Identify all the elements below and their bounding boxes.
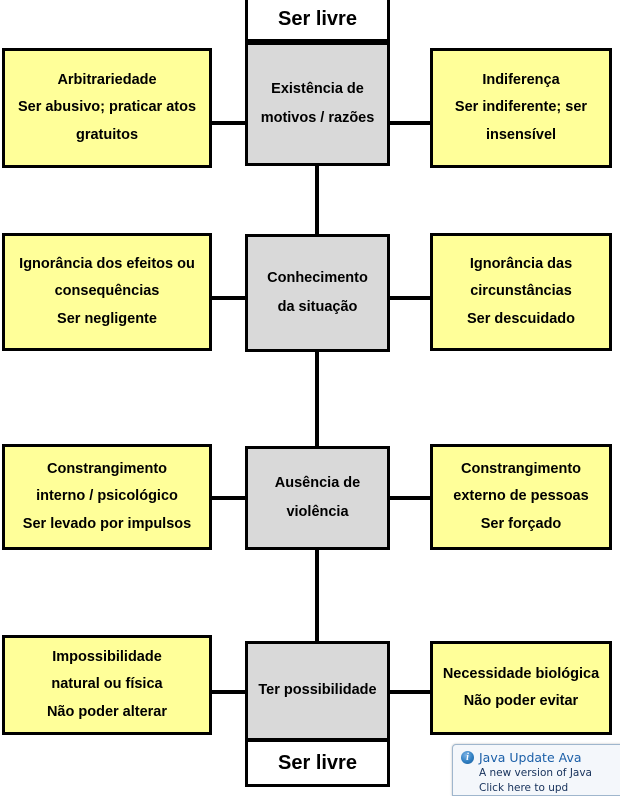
side-node-left-1: Arbitrariedade Ser abusivo; praticar ato… bbox=[2, 48, 212, 168]
side-node-left-1-line2: Ser abusivo; praticar atos bbox=[17, 99, 197, 116]
connector-vertical-2-3 bbox=[315, 350, 319, 448]
side-node-left-4-line1: Impossibilidade bbox=[52, 649, 162, 666]
side-node-right-3: Constrangimento externo de pessoas Ser f… bbox=[430, 444, 612, 550]
connector-right-3 bbox=[388, 496, 432, 500]
side-node-right-4-line1: Necessidade biológica bbox=[442, 665, 600, 682]
side-node-right-3-line1: Constrangimento bbox=[460, 461, 582, 478]
connector-right-4 bbox=[388, 690, 432, 694]
center-node-3-line2: violência bbox=[286, 504, 349, 520]
connector-vertical-1-2 bbox=[315, 164, 319, 236]
side-node-left-2-line1: Ignorância dos efeitos ou bbox=[19, 256, 195, 273]
center-node-2: Conhecimento da situação bbox=[245, 234, 390, 352]
java-update-body-line1: A new version of Java bbox=[479, 767, 592, 779]
side-node-left-4-line3: Não poder alterar bbox=[46, 703, 168, 720]
side-node-left-3: Constrangimento interno / psicológico Se… bbox=[2, 444, 212, 550]
side-node-left-4-line2: natural ou física bbox=[51, 676, 163, 693]
side-node-left-2-line3: Ser negligente bbox=[57, 310, 157, 327]
connector-left-3 bbox=[211, 496, 247, 500]
side-node-right-4: Necessidade biológica Não poder evitar bbox=[430, 641, 612, 735]
connector-right-1 bbox=[388, 121, 432, 125]
side-node-right-1-line2: Ser indiferente; ser bbox=[454, 99, 588, 116]
center-node-1-line1: Existência de bbox=[271, 80, 364, 97]
terminal-node-bottom: Ser livre bbox=[245, 739, 390, 787]
side-node-right-2: Ignorância das circunstâncias Ser descui… bbox=[430, 233, 612, 351]
side-node-right-3-line3: Ser forçado bbox=[480, 515, 562, 532]
side-node-right-2-line3: Ser descuidado bbox=[467, 310, 575, 327]
java-update-notification[interactable]: i Java Update Ava A new version of Java … bbox=[452, 744, 620, 796]
terminal-node-top: Ser livre bbox=[245, 0, 390, 42]
side-node-right-2-line2: circunstâncias bbox=[470, 283, 572, 300]
side-node-left-1-line3: gratuitos bbox=[75, 126, 139, 143]
center-node-1: Existência de motivos / razões bbox=[245, 42, 390, 166]
center-node-4-line1: Ter possibilidade bbox=[258, 682, 377, 699]
info-icon: i bbox=[461, 751, 474, 764]
side-node-left-2: Ignorância dos efeitos ou consequências … bbox=[2, 233, 212, 351]
connector-left-1 bbox=[211, 121, 247, 125]
terminal-top-label: Ser livre bbox=[278, 7, 357, 30]
side-node-right-4-line2: Não poder evitar bbox=[463, 693, 579, 709]
center-node-2-line2: da situação bbox=[277, 299, 358, 315]
side-node-right-3-line2: externo de pessoas bbox=[453, 488, 589, 505]
java-update-body-line2[interactable]: Click here to upd bbox=[479, 782, 569, 795]
center-node-2-line1: Conhecimento bbox=[267, 269, 368, 286]
side-node-left-3-line3: Ser levado por impulsos bbox=[22, 515, 192, 532]
center-node-3-line1: Ausência de bbox=[274, 474, 361, 491]
center-node-4: Ter possibilidade bbox=[245, 641, 390, 741]
side-node-right-2-line1: Ignorância das bbox=[469, 256, 573, 273]
center-node-1-line2: motivos / razões bbox=[260, 110, 375, 126]
side-node-left-3-line2: interno / psicológico bbox=[36, 488, 178, 505]
side-node-left-2-line2: consequências bbox=[54, 283, 160, 300]
connector-right-2 bbox=[388, 296, 432, 300]
side-node-right-1: Indiferença Ser indiferente; ser insensí… bbox=[430, 48, 612, 168]
side-node-left-3-line1: Constrangimento bbox=[46, 461, 168, 478]
java-update-title: Java Update Ava bbox=[479, 750, 582, 765]
side-node-right-1-line3: insensível bbox=[485, 126, 557, 143]
side-node-left-1-line1: Arbitrariedade bbox=[57, 72, 157, 89]
center-node-3: Ausência de violência bbox=[245, 446, 390, 550]
terminal-bottom-label: Ser livre bbox=[278, 751, 357, 774]
connector-vertical-3-4 bbox=[315, 548, 319, 644]
side-node-right-1-line1: Indiferença bbox=[482, 72, 560, 89]
side-node-left-4: Impossibilidade natural ou física Não po… bbox=[2, 635, 212, 735]
connector-left-4 bbox=[211, 690, 247, 694]
connector-left-2 bbox=[211, 296, 247, 300]
